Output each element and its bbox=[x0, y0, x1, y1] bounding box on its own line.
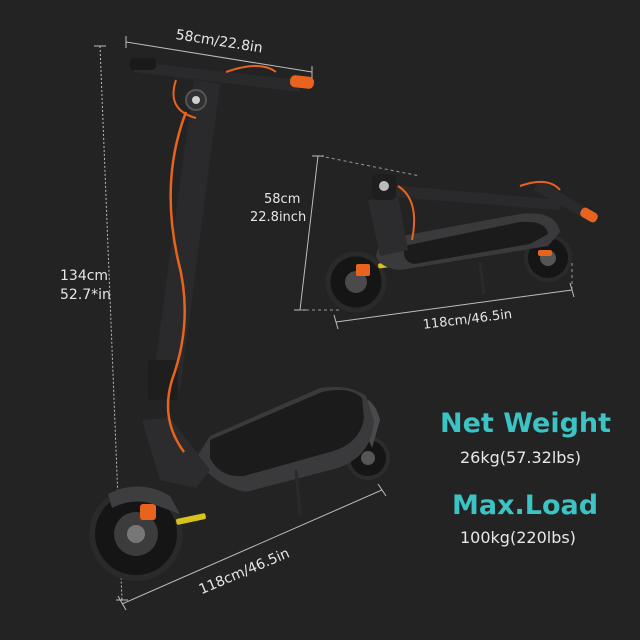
net-weight-value: 26kg(57.32lbs) bbox=[460, 448, 582, 467]
net-weight-title: Net Weight bbox=[440, 408, 612, 439]
max-load-title: Max.Load bbox=[452, 490, 599, 521]
scooter-folded bbox=[325, 174, 598, 313]
height-in-label: 52.7*in bbox=[60, 287, 111, 303]
folded-height-cm-label: 58cm bbox=[264, 192, 301, 207]
max-load-value: 100kg(220lbs) bbox=[460, 528, 576, 547]
folded-height-in-label: 22.8inch bbox=[250, 210, 307, 225]
height-cm-label: 134cm bbox=[60, 268, 109, 284]
scooter-unfolded bbox=[89, 58, 390, 581]
dimension-guides bbox=[300, 155, 573, 311]
